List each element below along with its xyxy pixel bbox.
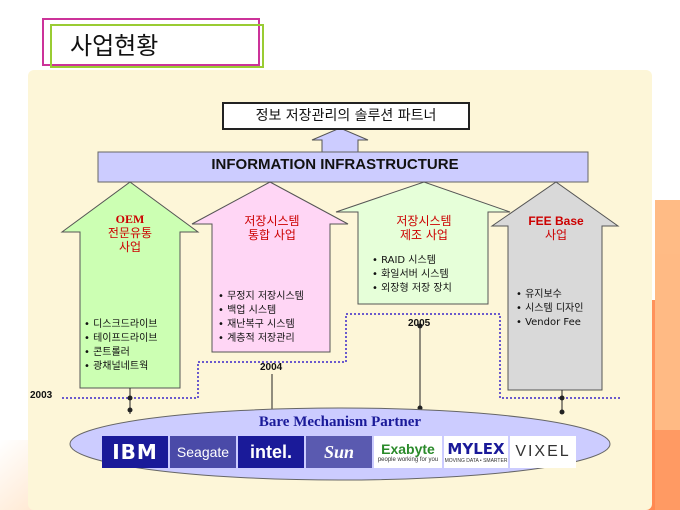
stage3-item: RAID 시스템 bbox=[372, 254, 452, 268]
stage1-items: 디스크드라이브 테이프드라이브 콘트롤러 광채널네트웍 bbox=[84, 318, 157, 374]
slide-title: 사업현황 bbox=[70, 32, 159, 60]
title-frame-outer bbox=[42, 18, 260, 66]
stage3-title-line: 제조 사업 bbox=[400, 228, 448, 242]
mylex-logo: MYLEX MOVING DATA • SMARTER bbox=[444, 436, 508, 468]
stage2-item: 백업 시스템 bbox=[218, 304, 304, 318]
stage2-item: 무정지 저장시스템 bbox=[218, 290, 304, 304]
sun-logo: Sun bbox=[306, 436, 372, 468]
partner-banner: 정보 저장관리의 솔루션 파트너 bbox=[222, 102, 470, 130]
stage3-item: 화일서버 시스템 bbox=[372, 268, 452, 282]
ibm-logo: IBM bbox=[102, 436, 168, 468]
mylex-tagline: MOVING DATA • SMARTER bbox=[444, 458, 508, 464]
stage1-title: OEM 전문유통 사업 bbox=[90, 212, 170, 254]
stage2-title-line: 통합 사업 bbox=[248, 228, 296, 242]
stage4-title: FEE Base 사업 bbox=[514, 214, 598, 242]
stage1-item: 콘트롤러 bbox=[84, 346, 157, 360]
stage4-title-line: 사업 bbox=[544, 228, 568, 242]
stage3-title-line: 저장시스템 bbox=[396, 214, 452, 228]
exabyte-tagline: people working for you bbox=[377, 457, 439, 463]
stage2-item: 계층적 저장관리 bbox=[218, 332, 304, 346]
stage4-item: 유지보수 bbox=[516, 288, 583, 302]
stage1-item: 테이프드라이브 bbox=[84, 332, 157, 346]
stage1-item: 광채널네트웍 bbox=[84, 360, 157, 374]
stage1-title-line: 전문유통 bbox=[107, 226, 153, 240]
stage4-arrow bbox=[490, 181, 620, 391]
intel-logo: intel. bbox=[238, 436, 304, 468]
year-2003: 2003 bbox=[30, 390, 53, 401]
exabyte-logo-text: Exabyte bbox=[381, 441, 435, 457]
year-2005: 2005 bbox=[408, 318, 431, 329]
stage3-title: 저장시스템 제조 사업 bbox=[376, 214, 472, 242]
partner-title: Bare Mechanism Partner bbox=[258, 414, 422, 430]
stage4-item: 시스템 디자인 bbox=[516, 302, 583, 316]
stage4-title-line: FEE Base bbox=[528, 214, 584, 228]
title-frame-inner bbox=[50, 24, 264, 68]
infrastructure-bar bbox=[97, 151, 589, 183]
top-arrow bbox=[311, 127, 369, 153]
mylex-logo-text: MYLEX bbox=[447, 440, 505, 458]
year-2004: 2004 bbox=[260, 362, 283, 373]
stage4-item: Vendor Fee bbox=[516, 316, 583, 330]
infrastructure-label: INFORMATION INFRASTRUCTURE bbox=[211, 156, 459, 173]
stage4-items: 유지보수 시스템 디자인 Vendor Fee bbox=[516, 288, 583, 330]
stage2-title-line: 저장시스템 bbox=[244, 214, 300, 228]
stage3-items: RAID 시스템 화일서버 시스템 외장형 저장 장치 bbox=[372, 254, 452, 296]
stage1-item: 디스크드라이브 bbox=[84, 318, 157, 332]
timeline bbox=[62, 313, 620, 399]
stage1-title-line: OEM bbox=[115, 212, 145, 226]
stage2-items: 무정지 저장시스템 백업 시스템 재난복구 시스템 계층적 저장관리 bbox=[218, 290, 304, 346]
vixel-logo: VIXEL bbox=[510, 436, 576, 468]
stage1-title-line: 사업 bbox=[118, 240, 142, 254]
exabyte-logo: Exabyte people working for you bbox=[374, 436, 442, 468]
seagate-logo: Seagate bbox=[170, 436, 236, 468]
stage2-title: 저장시스템 통합 사업 bbox=[224, 214, 320, 242]
stage2-item: 재난복구 시스템 bbox=[218, 318, 304, 332]
stage3-item: 외장형 저장 장치 bbox=[372, 282, 452, 296]
